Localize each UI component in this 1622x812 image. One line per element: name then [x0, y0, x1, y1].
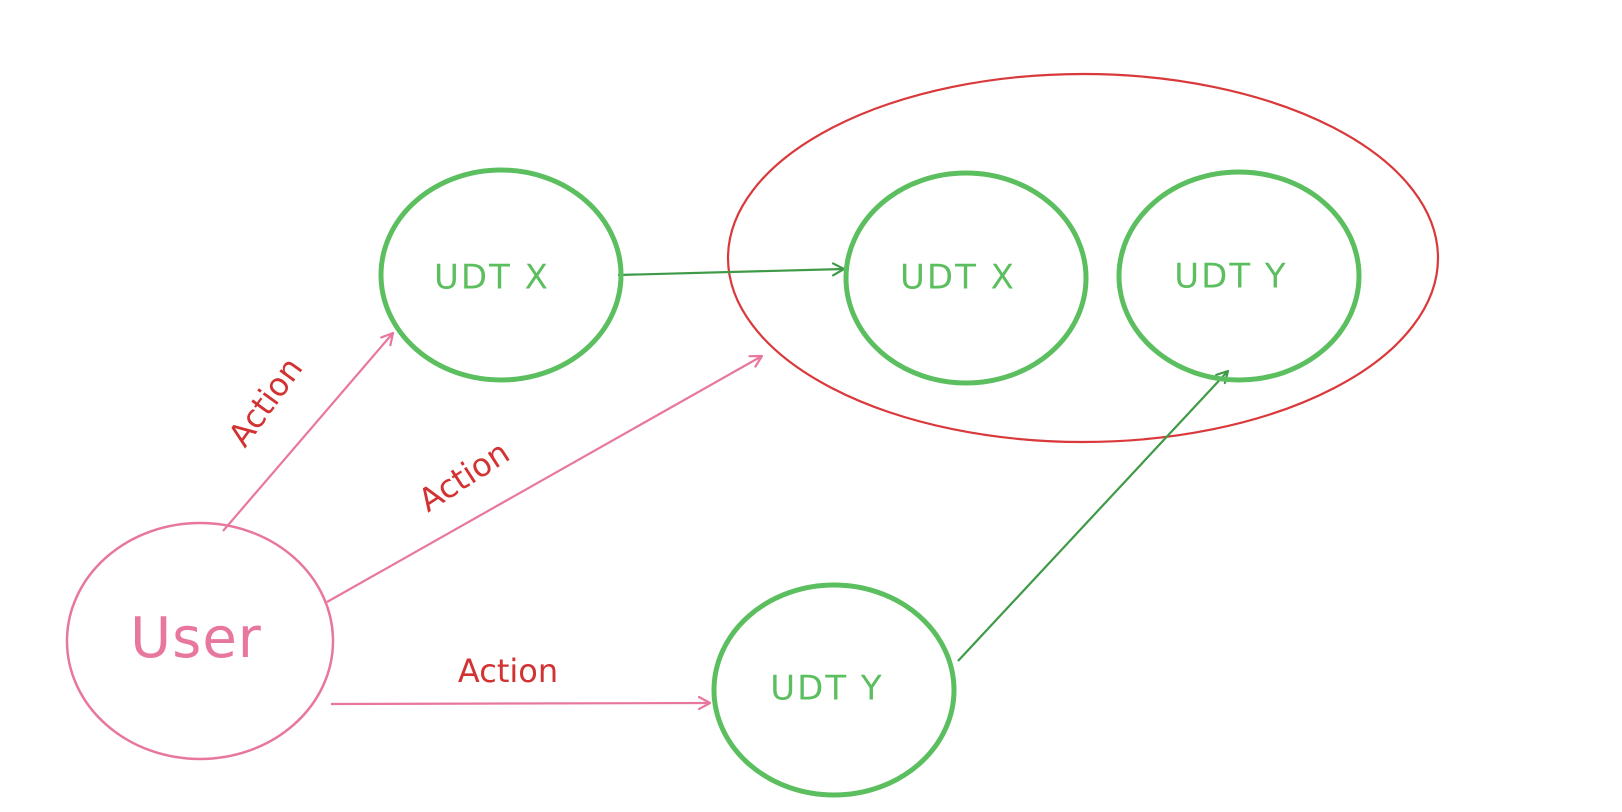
user-label: User: [130, 606, 262, 671]
udt-x-source-label: UDT X: [434, 258, 550, 298]
arrow-udt-y-to-grouped-udt-y: [957, 371, 1228, 662]
arrow-udt-x-to-grouped-udt-x: [617, 269, 844, 275]
action-label-to-udt-y: Action: [458, 652, 558, 690]
udt-y-grouped-label: UDT Y: [1174, 257, 1287, 297]
udt-y-source-node[interactable]: [711, 582, 957, 798]
user-node[interactable]: [65, 521, 335, 761]
udt-x-grouped-label: UDT X: [900, 258, 1016, 298]
udt-y-source-label: UDT Y: [770, 669, 883, 709]
arrow-user-to-group: [326, 356, 762, 603]
udt-x-grouped-node[interactable]: [843, 170, 1089, 386]
udt-y-grouped-node[interactable]: [1116, 169, 1362, 383]
action-label-to-udt-x: Action: [221, 350, 311, 453]
group-ellipse: [726, 72, 1440, 444]
arrow-user-to-udt-x: [222, 333, 393, 532]
udt-x-source-node[interactable]: [378, 167, 624, 383]
arrow-user-to-udt-y: [330, 703, 710, 704]
action-label-to-group: Action: [412, 433, 517, 519]
